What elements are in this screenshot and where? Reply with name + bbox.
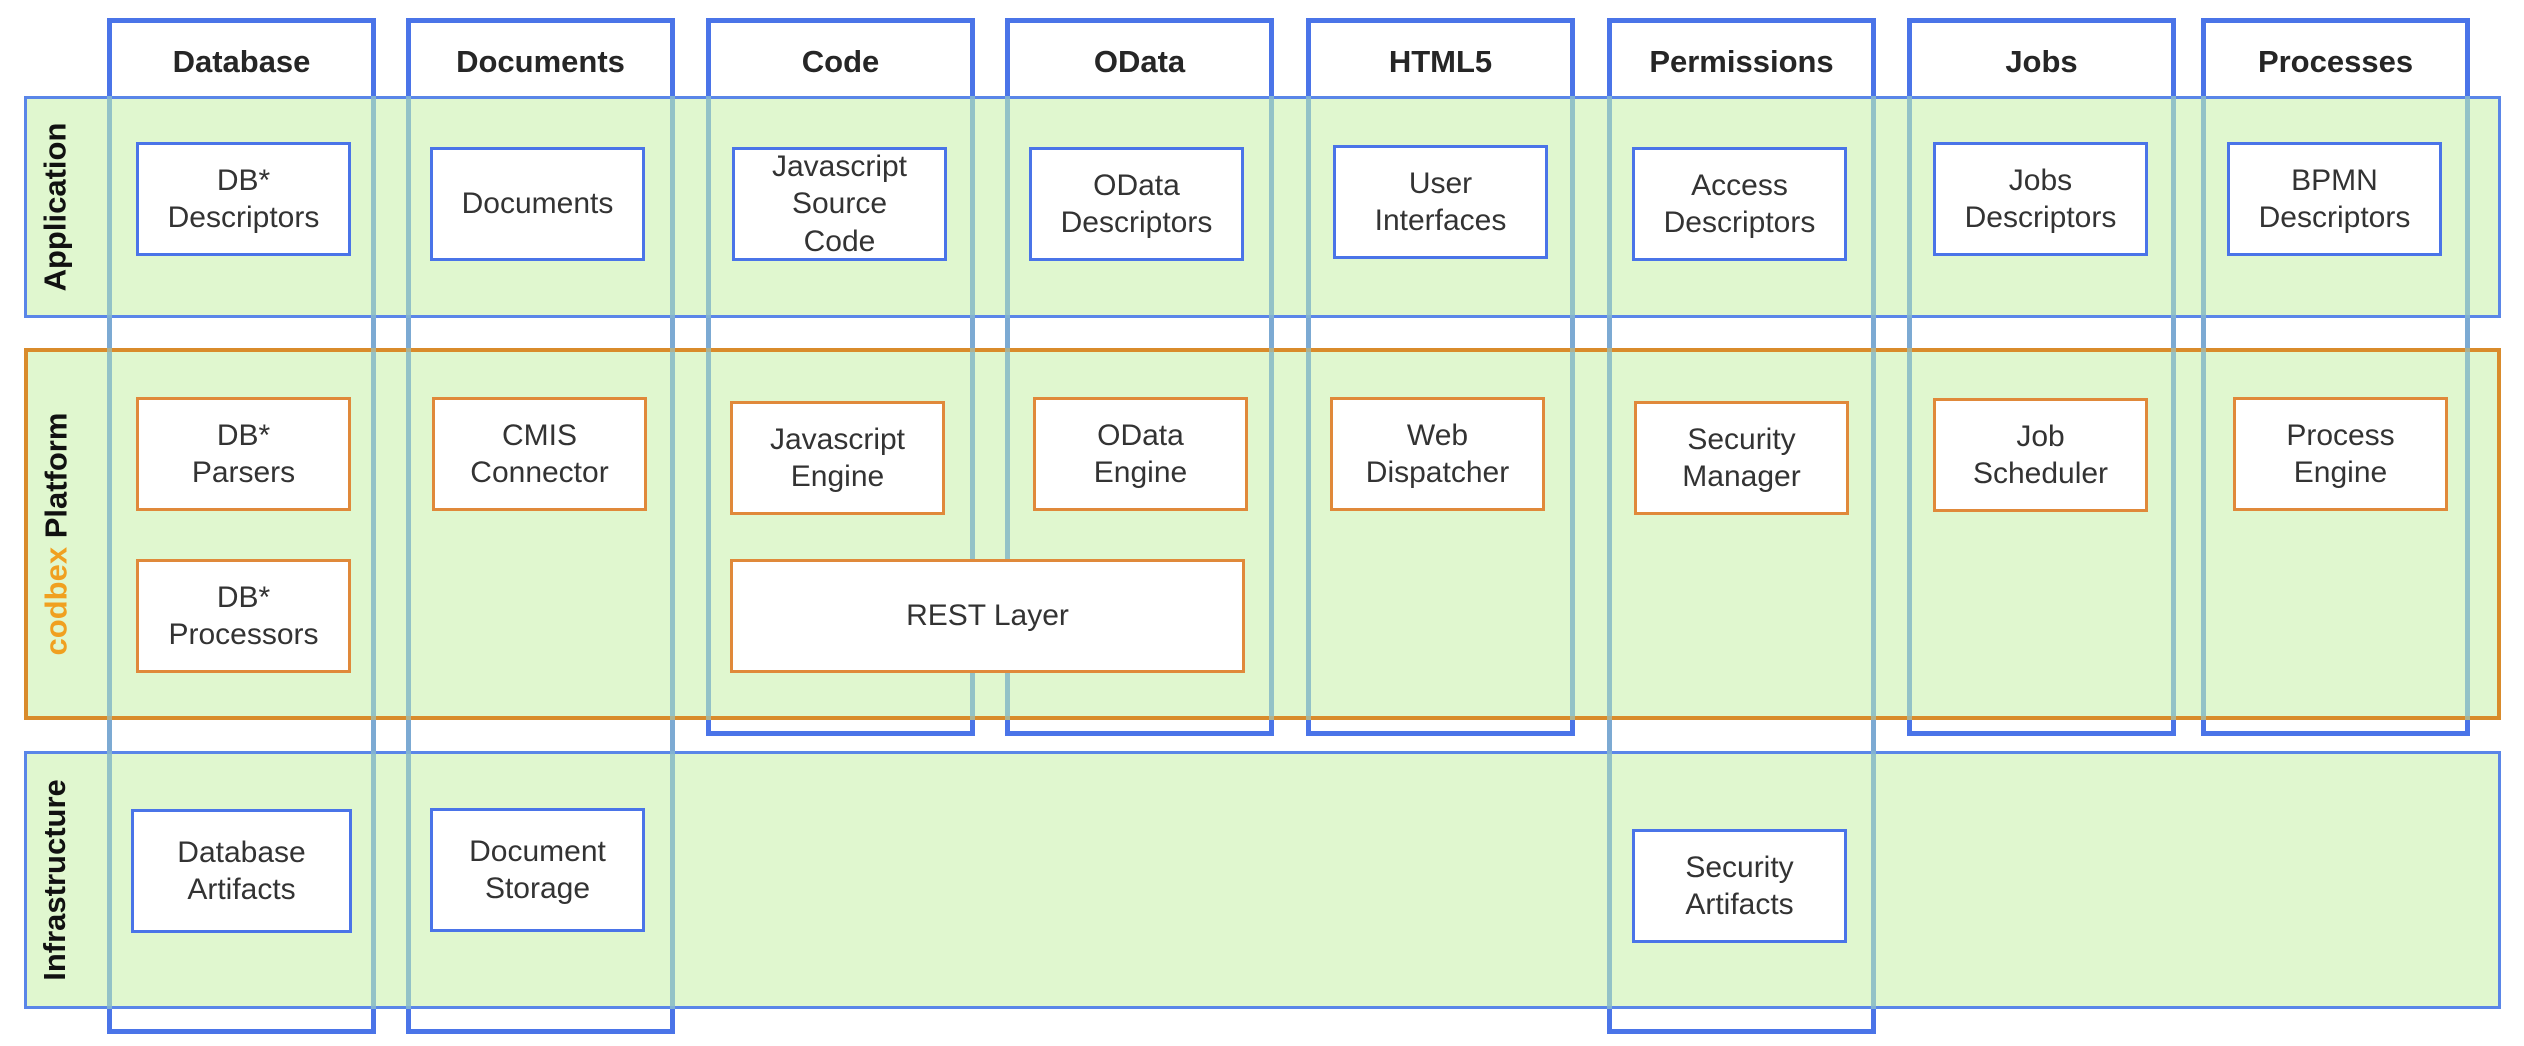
layer-label-text: codbex Platform: [38, 413, 74, 656]
column-edge-line: [1871, 96, 1876, 1009]
layer-label-text: Infrastructure: [37, 779, 73, 981]
column-edge-line: [2171, 96, 2176, 720]
job-scheduler-box: Job Scheduler: [1933, 398, 2148, 512]
database-artifacts-box: Database Artifacts: [131, 809, 352, 933]
layer-label: Application: [27, 99, 83, 315]
odata-engine-box: OData Engine: [1033, 397, 1248, 511]
column-edge-line: [706, 96, 711, 720]
js-source-code-box: Javascript Source Code: [732, 147, 947, 261]
column-edge-line: [107, 96, 112, 1009]
column-edge-line: [1306, 96, 1311, 720]
column-edge-line: [1607, 96, 1612, 1009]
column-edge-line: [1907, 96, 1912, 720]
cmis-connector-box: CMIS Connector: [432, 397, 647, 511]
brand-name: codbex: [38, 546, 74, 656]
column-edge-line: [970, 96, 975, 720]
web-dispatcher-box: Web Dispatcher: [1330, 397, 1545, 511]
jobs-descriptors-box: Jobs Descriptors: [1933, 142, 2148, 256]
layer-infrastructure: Infrastructure: [24, 751, 2501, 1009]
bpmn-descriptors-box: BPMN Descriptors: [2227, 142, 2442, 256]
column-edge-line: [2201, 96, 2206, 720]
column-edge-line: [670, 96, 675, 1009]
column-edge-line: [406, 96, 411, 1009]
column-edge-line: [371, 96, 376, 1009]
security-manager-box: Security Manager: [1634, 401, 1849, 515]
js-engine-box: Javascript Engine: [730, 401, 945, 515]
column-title: Processes: [2257, 44, 2414, 79]
rest-layer-box: REST Layer: [730, 559, 1245, 673]
column-edge-line: [2465, 96, 2470, 720]
column-title: Jobs: [2005, 44, 2078, 79]
user-interfaces-box: User Interfaces: [1333, 145, 1548, 259]
db-parsers-box: DB* Parsers: [136, 397, 351, 511]
column-title: OData: [1093, 44, 1186, 79]
db-descriptors-box: DB* Descriptors: [136, 142, 351, 256]
access-descriptors-box: Access Descriptors: [1632, 147, 1847, 261]
column-edge-line: [1570, 96, 1575, 720]
document-storage-box: Document Storage: [430, 808, 645, 932]
layer-label: Infrastructure: [27, 754, 83, 1006]
column-title: Database: [172, 44, 311, 79]
layer-label-text: Application: [37, 122, 72, 292]
column-title: Permissions: [1649, 44, 1834, 79]
documents-box: Documents: [430, 147, 645, 261]
process-engine-box: Process Engine: [2233, 397, 2448, 511]
security-artifacts-box: Security Artifacts: [1632, 829, 1847, 943]
column-title: HTML5: [1388, 44, 1493, 79]
db-processors-box: DB* Processors: [136, 559, 351, 673]
column-title: Documents: [456, 44, 625, 79]
layer-label: codbex Platform: [28, 352, 84, 716]
odata-descriptors-box: OData Descriptors: [1029, 147, 1244, 261]
column-title: Code: [801, 44, 880, 79]
column-edge-line: [1269, 96, 1274, 720]
column-edge-line: [1005, 96, 1010, 720]
layer-label-suffix: Platform: [38, 412, 74, 547]
